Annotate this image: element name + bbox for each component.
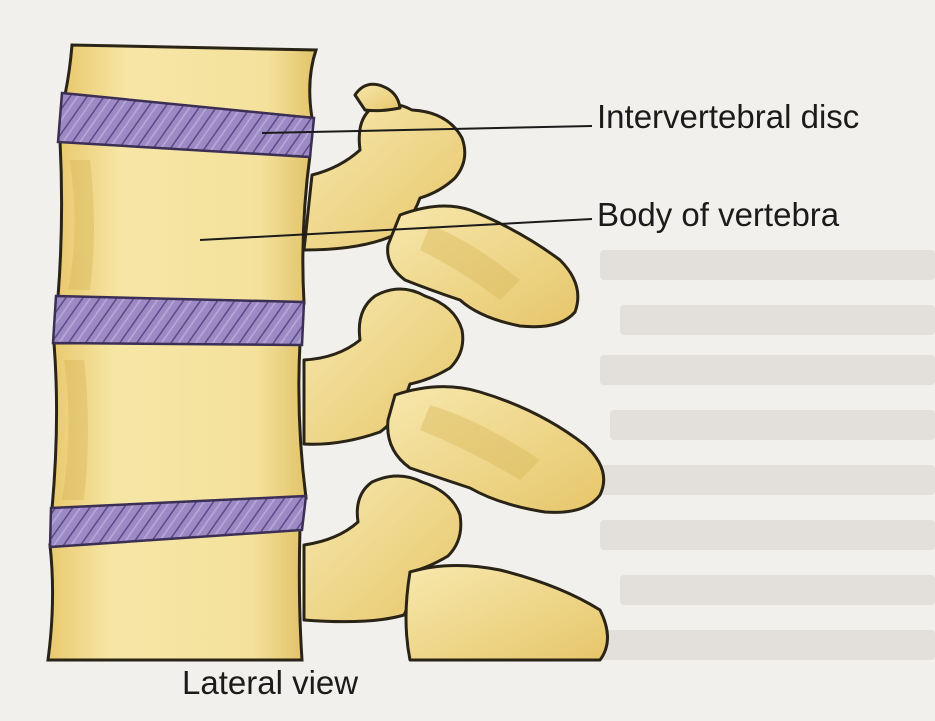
vertebral-column [46, 43, 319, 662]
vertebra-body-3 [50, 341, 308, 511]
background-page-texture [600, 250, 935, 660]
intervertebral-disc-3 [48, 494, 308, 549]
intervertebral-disc-1 [56, 91, 316, 159]
intervertebral-disc-2 [51, 294, 306, 347]
articular-process-3 [302, 474, 463, 624]
leader-line-body [199, 218, 593, 241]
vertebra-body-4 [46, 525, 304, 662]
articular-process-top [353, 82, 402, 113]
label-body-of-vertebra: Body of vertebra [597, 196, 840, 233]
vertebra-body-2 [56, 138, 312, 305]
caption-lateral-view: Lateral view [182, 664, 359, 701]
articular-process-2 [302, 287, 465, 446]
posterior-elements [302, 82, 609, 662]
spinous-process-1 [386, 204, 580, 329]
leader-line-disc [261, 125, 593, 134]
label-intervertebral-disc: Intervertebral disc [597, 98, 860, 135]
intervertebral-discs [48, 91, 316, 549]
shading-accents [62, 160, 540, 500]
spinous-process-3 [404, 564, 609, 662]
leader-lines [199, 125, 593, 241]
spinous-process-2 [386, 385, 606, 514]
